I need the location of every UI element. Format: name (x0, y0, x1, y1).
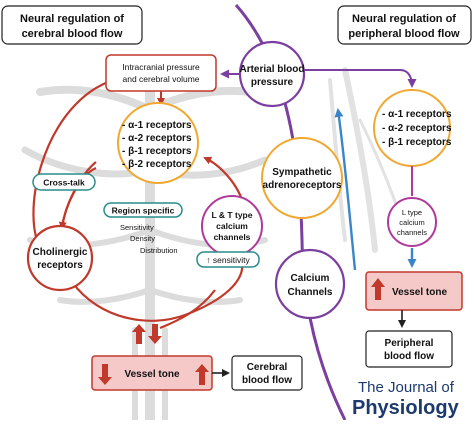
title-cerebral-line2: cerebral blood flow (22, 28, 123, 40)
title-peripheral-line1: Neural regulation of (352, 13, 456, 25)
title-peripheral: Neural regulation of peripheral blood fl… (337, 5, 472, 45)
intracranial-line1: Intracranial pressure (122, 62, 200, 72)
receptors-circle-right: - α-1 receptors - α-2 receptors - β-1 re… (373, 89, 452, 167)
region-specific-pill: Region specific (103, 202, 183, 218)
lt-type-left-line1: L & T type (212, 210, 253, 220)
intracranial-line2: and cerebral volume (122, 74, 199, 84)
cerebral-flow-line1: Cerebral (247, 362, 288, 373)
receptor-right-1: - α-1 receptors (382, 109, 452, 120)
arterial-bp-line1: Arterial blood (239, 64, 304, 75)
receptor-left-2: - α-2 receptors (122, 133, 192, 144)
intracranial-pressure-box: Intracranial pressure and cerebral volum… (105, 54, 217, 92)
peripheral-flow-line1: Peripheral (385, 338, 434, 349)
journal-line1: The Journal of (358, 379, 455, 396)
vessel-tone-right-box: Vessel tone (365, 271, 463, 311)
vessel-tone-left-box: Vessel tone (91, 355, 213, 391)
cerebral-flow-line2: blood flow (242, 375, 292, 386)
region-detail-distribution: Distribution (140, 246, 178, 255)
sensitivity-label: ↑ sensitivity (206, 255, 250, 265)
region-detail-sensitivity: Sensitivity (120, 223, 154, 232)
region-detail-density: Density (130, 234, 155, 243)
cholinergic-line2: receptors (37, 260, 83, 271)
l-type-right-line1: L type (402, 208, 422, 217)
calcium-channels-line2: Channels (287, 287, 332, 298)
journal-line2: Physiology (352, 397, 460, 419)
sympathetic-line1: Sympathetic (272, 167, 332, 178)
l-type-right-line2: calcium (399, 218, 424, 227)
cholinergic-circle: Cholinergic receptors (26, 224, 94, 292)
cerebral-blood-flow-box: Cerebral blood flow (231, 355, 303, 391)
vessel-tone-change-icon (132, 324, 162, 344)
title-peripheral-line2: peripheral blood flow (348, 28, 460, 40)
receptors-circle-left: - α-1 receptors - α-2 receptors - β-1 re… (117, 102, 199, 184)
lt-type-left-circle: L & T type calcium channels (201, 195, 263, 257)
up-arrow-icon (371, 278, 385, 300)
peripheral-blood-flow-box: Peripheral blood flow (365, 330, 453, 368)
peripheral-flow-line2: blood flow (384, 351, 434, 362)
lt-type-left-line3: channels (214, 232, 251, 242)
vessel-tone-left-label: Vessel tone (124, 369, 179, 380)
cholinergic-line1: Cholinergic (32, 247, 87, 258)
title-cerebral-line1: Neural regulation of (20, 13, 124, 25)
up-arrow-icon (195, 364, 209, 385)
receptor-left-4: - β-2 receptors (122, 159, 192, 170)
region-specific-label: Region specific (112, 206, 175, 216)
cross-talk-label: Cross-talk (43, 178, 85, 188)
arterial-bp-line2: pressure (251, 77, 294, 88)
sympathetic-circle: Sympathetic adrenoreceptors (261, 137, 343, 219)
cross-talk-pill: Cross-talk (32, 173, 96, 191)
title-cerebral: Neural regulation of cerebral blood flow (1, 5, 143, 45)
receptor-right-2: - α-2 receptors (382, 123, 452, 134)
receptor-right-3: - β-1 receptors (382, 137, 452, 148)
journal-logo: The Journal of Physiology (352, 379, 460, 419)
arrow-vessel-to-bp (334, 108, 357, 271)
down-arrow-icon (98, 364, 112, 385)
arterial-bp-circle: Arterial blood pressure (238, 40, 306, 108)
arrow-bp-to-right-receptors (304, 69, 417, 88)
sympathetic-line2: adrenoreceptors (263, 180, 342, 191)
l-type-right-line3: channels (397, 228, 427, 237)
l-type-right-circle: L type calcium channels (387, 197, 437, 247)
vessel-tone-right-label: Vessel tone (392, 287, 447, 298)
receptor-left-3: - β-1 receptors (122, 146, 192, 157)
calcium-channels-circle: Calcium Channels (274, 248, 346, 320)
receptor-left-1: - α-1 receptors (122, 120, 192, 131)
calcium-channels-line1: Calcium (291, 273, 330, 284)
lt-type-left-line2: calcium (216, 221, 248, 231)
sensitivity-pill: ↑ sensitivity (196, 251, 260, 268)
